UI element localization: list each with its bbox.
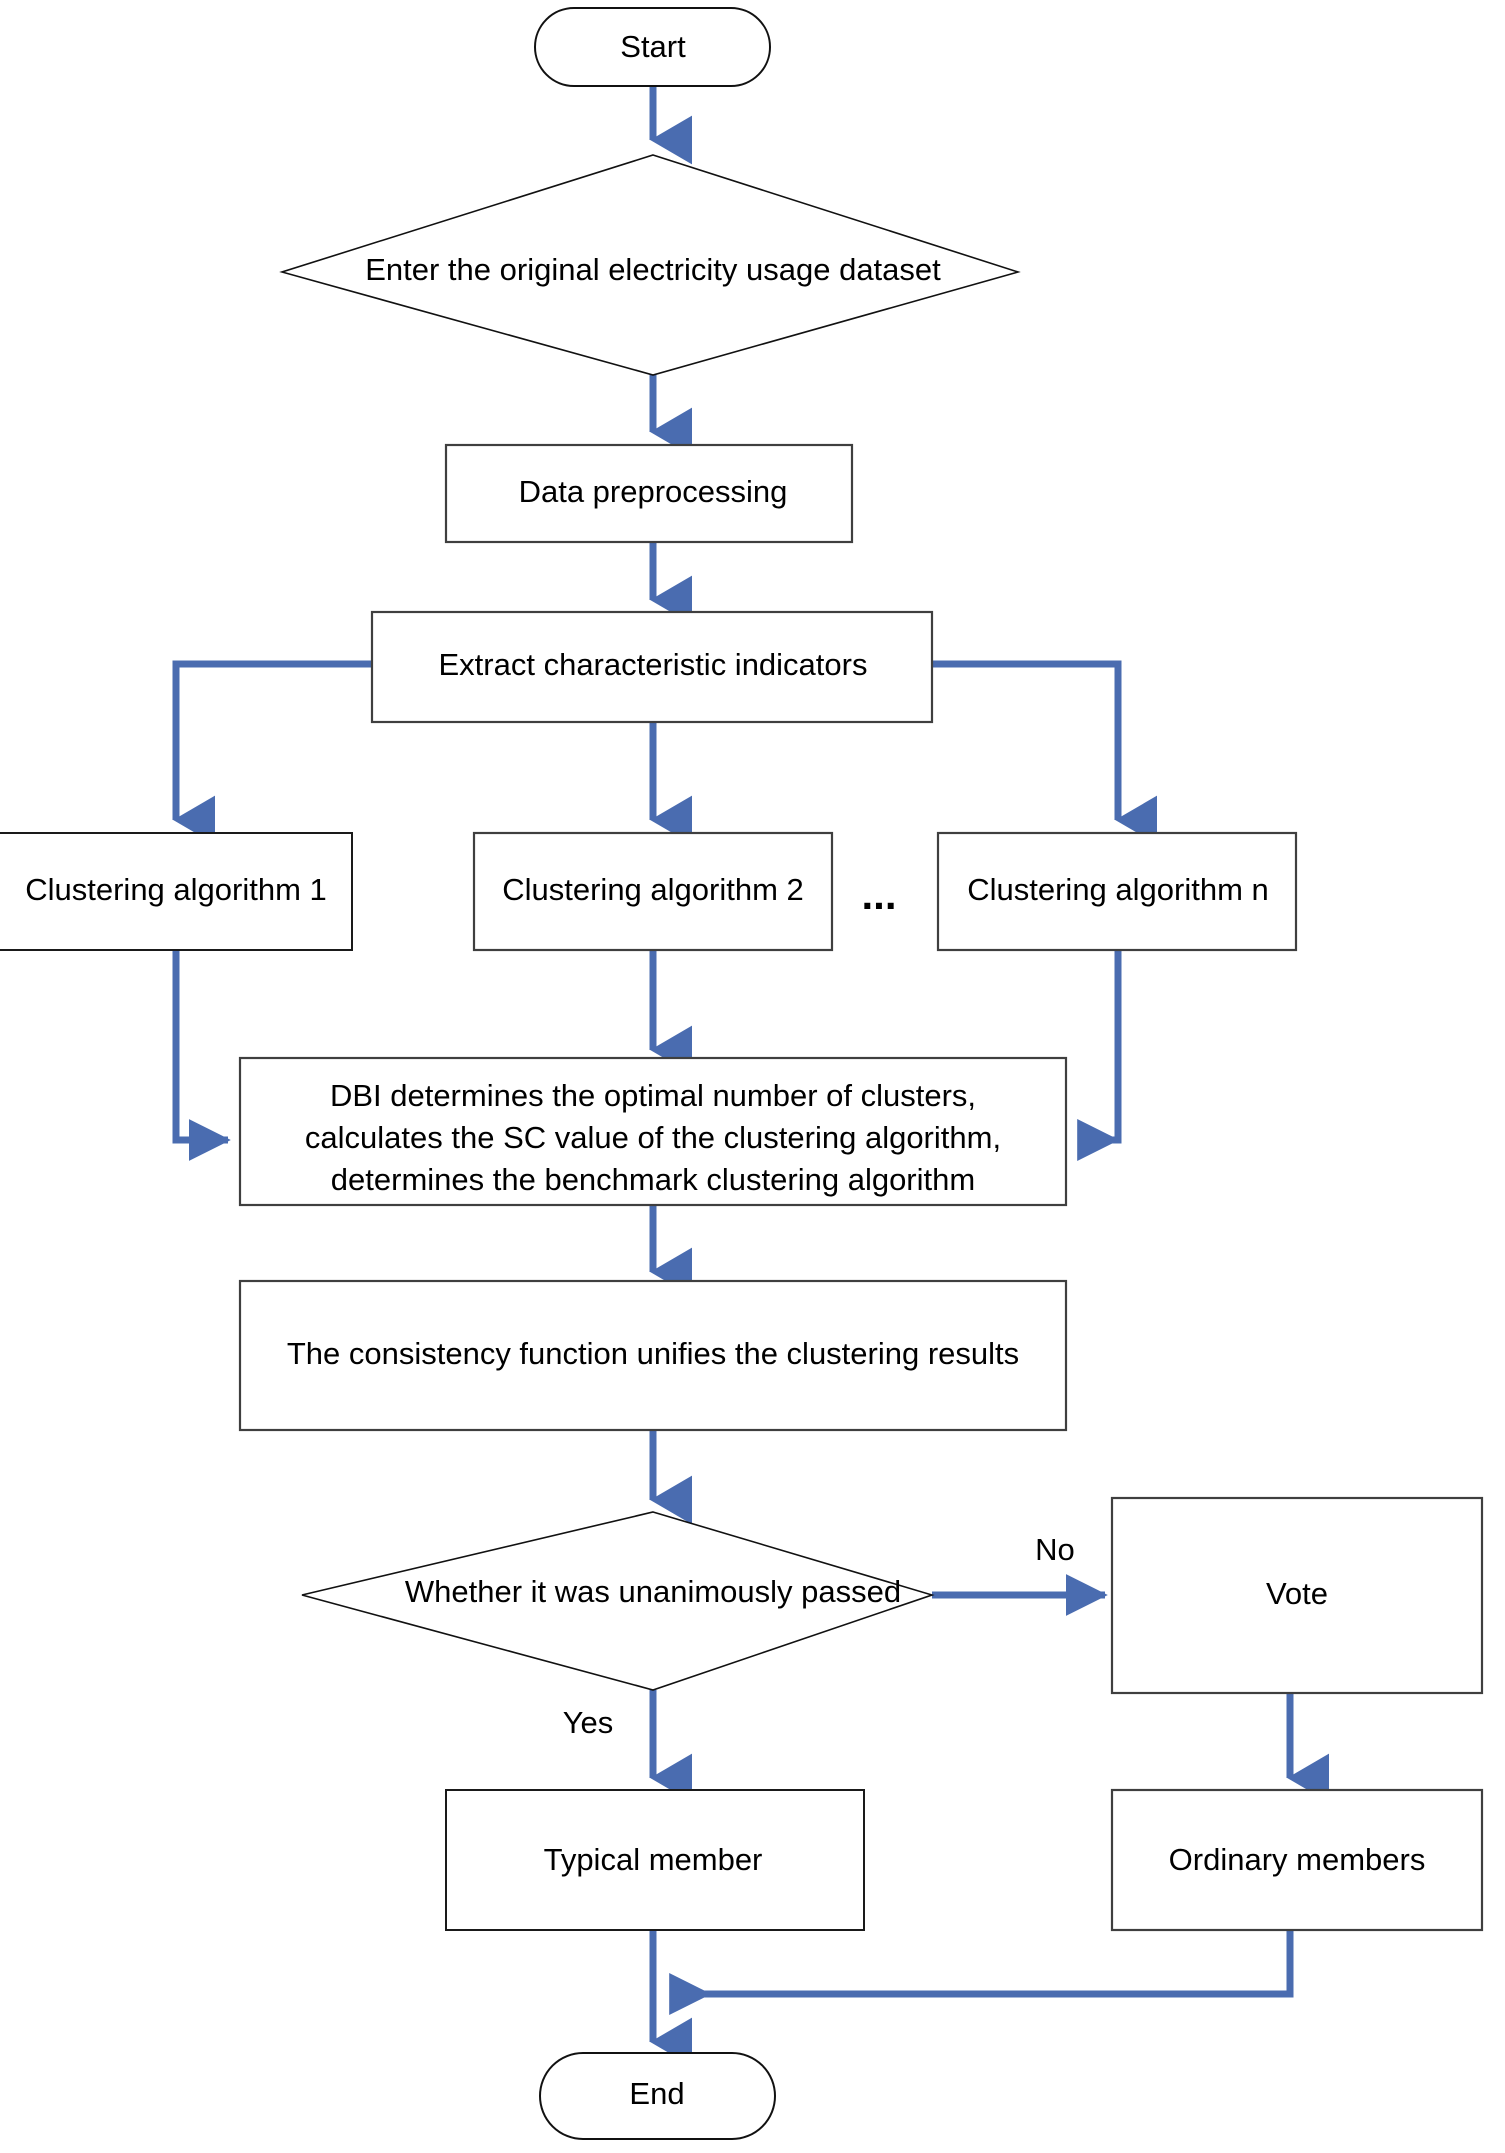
node-cluster-algorithm-n-label: Clustering algorithm n — [967, 872, 1269, 907]
node-cluster-algorithm-n[interactable]: Clustering algorithm n — [936, 831, 1298, 952]
node-dbi-line-1: DBI determines the optimal number of clu… — [330, 1078, 976, 1113]
node-input-dataset-label: Enter the original electricity usage dat… — [365, 252, 941, 287]
edge-cluster1-to-dbi — [172, 950, 231, 1161]
node-vote-label: Vote — [1266, 1576, 1328, 1611]
edge-label-yes: Yes — [563, 1705, 614, 1740]
node-consistency-function-label: The consistency function unifies the clu… — [287, 1336, 1019, 1371]
edge-ordinary-to-end-junction — [669, 1930, 1294, 2015]
node-decision-unanimous-label: Whether it was unanimously passed — [405, 1574, 901, 1609]
node-consistency-function[interactable]: The consistency function unifies the clu… — [238, 1279, 1068, 1432]
edge-clustern-to-dbi — [1077, 950, 1122, 1161]
node-typical-member-label: Typical member — [544, 1842, 763, 1877]
edge-extract-to-clustern — [932, 660, 1158, 845]
node-dbi-line-3: determines the benchmark clustering algo… — [331, 1162, 975, 1197]
node-cluster-algorithm-1[interactable]: Clustering algorithm 1 — [0, 832, 353, 951]
node-dbi-line-2: calculates the SC value of the clusterin… — [305, 1120, 1001, 1155]
node-end[interactable]: End — [539, 2052, 776, 2140]
node-start-label: Start — [620, 29, 686, 64]
node-extract-indicators-label: Extract characteristic indicators — [439, 647, 868, 682]
edge-label-no: No — [1035, 1532, 1075, 1567]
node-input-dataset[interactable]: Enter the original electricity usage dat… — [279, 154, 1021, 376]
node-vote[interactable]: Vote — [1110, 1496, 1484, 1695]
node-typical-member[interactable]: Typical member — [445, 1789, 865, 1931]
node-start[interactable]: Start — [534, 7, 771, 87]
cluster-ellipsis-label: ... — [861, 871, 896, 918]
node-cluster-algorithm-2[interactable]: Clustering algorithm 2 — [472, 831, 834, 952]
edge-extract-to-cluster1 — [172, 660, 372, 845]
node-end-label: End — [629, 2076, 684, 2111]
node-dbi-determination[interactable]: DBI determines the optimal number of clu… — [238, 1056, 1068, 1207]
node-data-preprocessing-label: Data preprocessing — [519, 474, 788, 509]
node-decision-unanimous[interactable]: Whether it was unanimously passed — [301, 1511, 935, 1691]
node-data-preprocessing[interactable]: Data preprocessing — [444, 443, 854, 544]
node-cluster-algorithm-2-label: Clustering algorithm 2 — [502, 872, 804, 907]
node-extract-indicators[interactable]: Extract characteristic indicators — [370, 610, 934, 724]
node-cluster-algorithm-1-label: Clustering algorithm 1 — [25, 872, 327, 907]
node-ordinary-members-label: Ordinary members — [1169, 1842, 1426, 1877]
node-ordinary-members[interactable]: Ordinary members — [1110, 1788, 1484, 1932]
